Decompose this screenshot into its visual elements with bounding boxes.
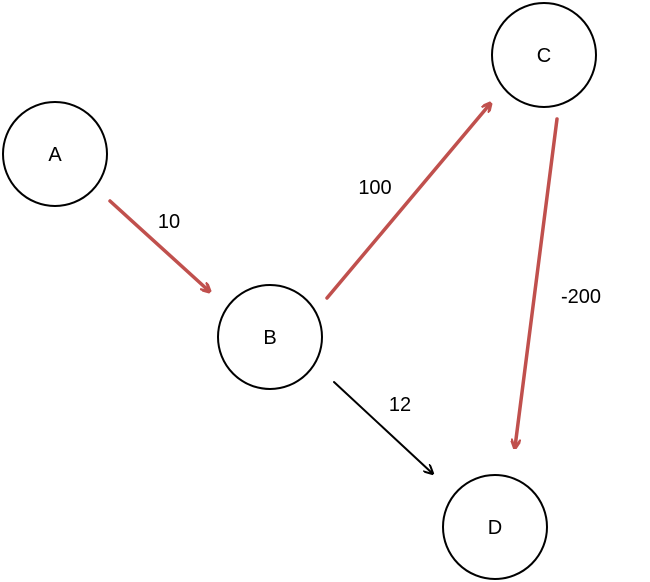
edges-layer: 10 100 -200 12 <box>108 104 601 473</box>
node-a-circle <box>2 101 108 207</box>
node-a: A <box>2 101 108 207</box>
node-b-label: B <box>263 327 276 349</box>
edge-a-b-weight: 10 <box>158 211 180 233</box>
node-c-circle <box>491 2 597 108</box>
node-d-label: D <box>488 517 502 539</box>
node-d-circle <box>442 474 548 580</box>
node-c-label: C <box>537 45 551 67</box>
edge-b-c <box>325 104 490 300</box>
edge-b-c-weight: 100 <box>358 177 391 199</box>
edge-c-d <box>515 117 559 447</box>
edge-a-b <box>108 199 209 291</box>
node-d: D <box>442 474 548 580</box>
edge-b-d-weight: 12 <box>389 394 411 416</box>
nodes-layer: A B C D <box>2 2 597 580</box>
node-c: C <box>491 2 597 108</box>
node-b-circle <box>217 284 323 390</box>
edge-b-d <box>333 381 432 473</box>
edge-c-d-weight: -200 <box>561 286 601 308</box>
node-b: B <box>217 284 323 390</box>
node-a-label: A <box>48 144 62 166</box>
